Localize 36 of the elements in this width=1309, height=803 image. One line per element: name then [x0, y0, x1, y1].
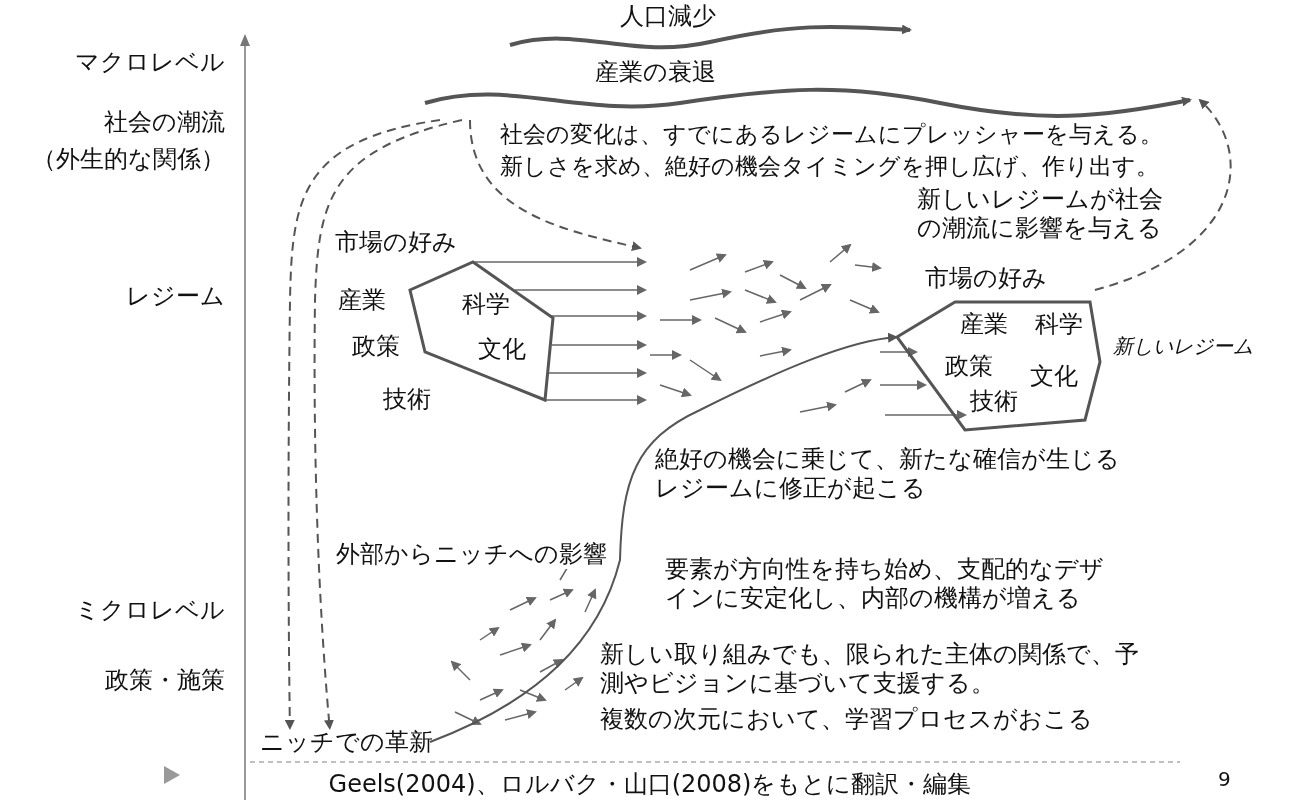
arrow: [429, 333, 899, 743]
trend-label: 人口減少: [620, 2, 716, 31]
level-label: （外生的な関係）: [32, 145, 225, 174]
regime-caption: 新しいレジーム: [1113, 333, 1253, 360]
regime-element-label: 産業: [338, 286, 386, 315]
edge-label: 新しいレジームが社会の潮流に影響を与える: [917, 185, 1164, 243]
note-text: 社会の変化は、すでにあるレジームにプレッシャーを与える。: [500, 120, 1163, 149]
regime-element-label: 文化: [1030, 362, 1078, 391]
niche-label: ニッチでの革新: [260, 728, 433, 757]
note-text: 新しさを求め、絶好の機会タイミングを押し広げ、作り出す。: [500, 152, 1159, 181]
level-label: マクロレベル: [75, 48, 225, 77]
regime-element-label: 政策: [945, 352, 993, 381]
regime-element-label: 科学: [462, 290, 510, 319]
caption: Geels(2004)、ロルバク・山口(2008)をもとに翻訳・編集: [328, 770, 972, 799]
dashed-arrow: [1093, 98, 1232, 291]
dashed-arrow: [313, 119, 463, 730]
level-label: 社会の潮流: [104, 108, 225, 137]
regime-element-label: 政策: [352, 332, 400, 361]
note-text: 要素が方向性を持ち始め、支配的なデザインに安定化し、内部の機構が増える: [665, 555, 1105, 613]
regime-element-label: 市場の好み: [335, 228, 457, 257]
regime-element-label: 技術: [383, 385, 431, 414]
note-text: 新しい取り組みでも、限られた主体の関係で、予測やビジョンに基づいて支援する。: [600, 640, 1140, 698]
level-label: 政策・施策: [105, 666, 225, 695]
regime-element-label: 技術: [970, 387, 1018, 416]
regime-element-label: 科学: [1035, 310, 1083, 339]
regime-element-label: 産業: [960, 310, 1008, 339]
note-text: 複数の次元において、学習プロセスがおこる: [600, 705, 1093, 734]
level-label: レジーム: [126, 282, 225, 311]
dashed-arrow: [469, 119, 642, 252]
dashed-arrow: [284, 119, 441, 730]
trend-label: 産業の衰退: [595, 58, 716, 87]
edge-label: 外部からニッチへの影響: [336, 540, 607, 569]
page-number: 9: [1218, 766, 1231, 793]
level-label: ミクロレベル: [75, 596, 225, 625]
regime-element-label: 市場の好み: [925, 264, 1047, 293]
regime-element-label: 文化: [478, 335, 526, 364]
